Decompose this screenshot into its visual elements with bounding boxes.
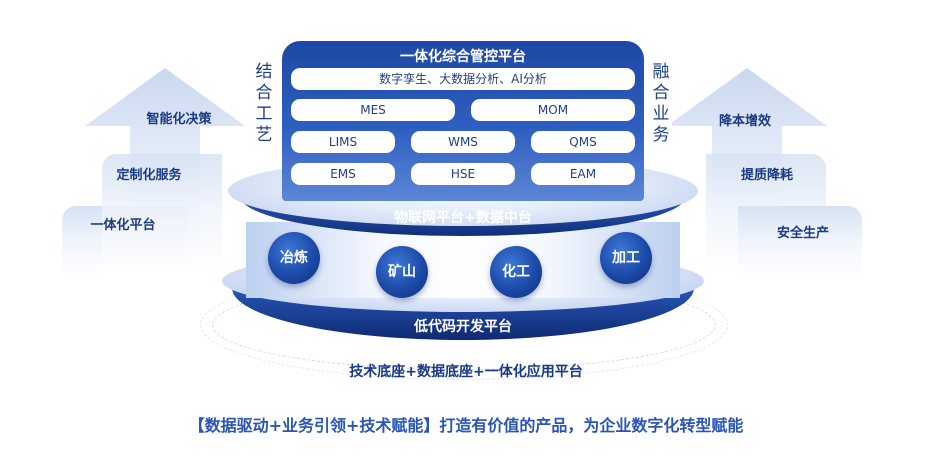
module-mom: MOM bbox=[471, 99, 635, 121]
left-label-decision: 智能化决策 bbox=[146, 112, 212, 127]
side-text-right: 融合业务 bbox=[652, 62, 670, 145]
lowcode-band-label: 低代码开发平台 bbox=[414, 319, 512, 335]
management-panel: 一体化综合管控平台 数字孪生、大数据分析、AI分析 MES MOM LIMS W… bbox=[282, 41, 644, 201]
module-wms: WMS bbox=[411, 131, 515, 153]
right-label-quality: 提质降耗 bbox=[740, 168, 793, 183]
right-label-safety: 安全生产 bbox=[776, 226, 829, 241]
left-block-2 bbox=[102, 154, 222, 274]
industry-circle-chemical: 化工 bbox=[490, 246, 542, 298]
industry-circle-processing: 加工 bbox=[600, 232, 652, 284]
right-block-3 bbox=[738, 206, 862, 276]
analysis-pill: 数字孪生、大数据分析、AI分析 bbox=[291, 68, 635, 90]
slogan-text: 【数据驱动+业务引领+技术赋能】打造有价值的产品，为企业数字化转型赋能 bbox=[188, 416, 744, 435]
industry-circle-smelting: 冶炼 bbox=[268, 232, 320, 284]
left-label-platform: 一体化平台 bbox=[90, 218, 156, 233]
module-mes: MES bbox=[291, 99, 455, 121]
module-qms: QMS bbox=[531, 131, 635, 153]
base-text: 技术底座+数据底座+一体化应用平台 bbox=[349, 364, 583, 380]
iot-band-label: 物联网平台+数据中台 bbox=[394, 210, 532, 226]
right-label-cost: 降本增效 bbox=[718, 114, 771, 129]
industry-circle-mining: 矿山 bbox=[376, 246, 428, 298]
module-lims: LIMS bbox=[291, 131, 395, 153]
module-ems: EMS bbox=[291, 163, 395, 185]
side-text-left: 结合工艺 bbox=[255, 62, 273, 145]
management-title: 一体化综合管控平台 bbox=[400, 49, 526, 65]
module-eam: EAM bbox=[531, 163, 635, 185]
module-hse: HSE bbox=[411, 163, 515, 185]
left-label-service: 定制化服务 bbox=[116, 168, 182, 183]
